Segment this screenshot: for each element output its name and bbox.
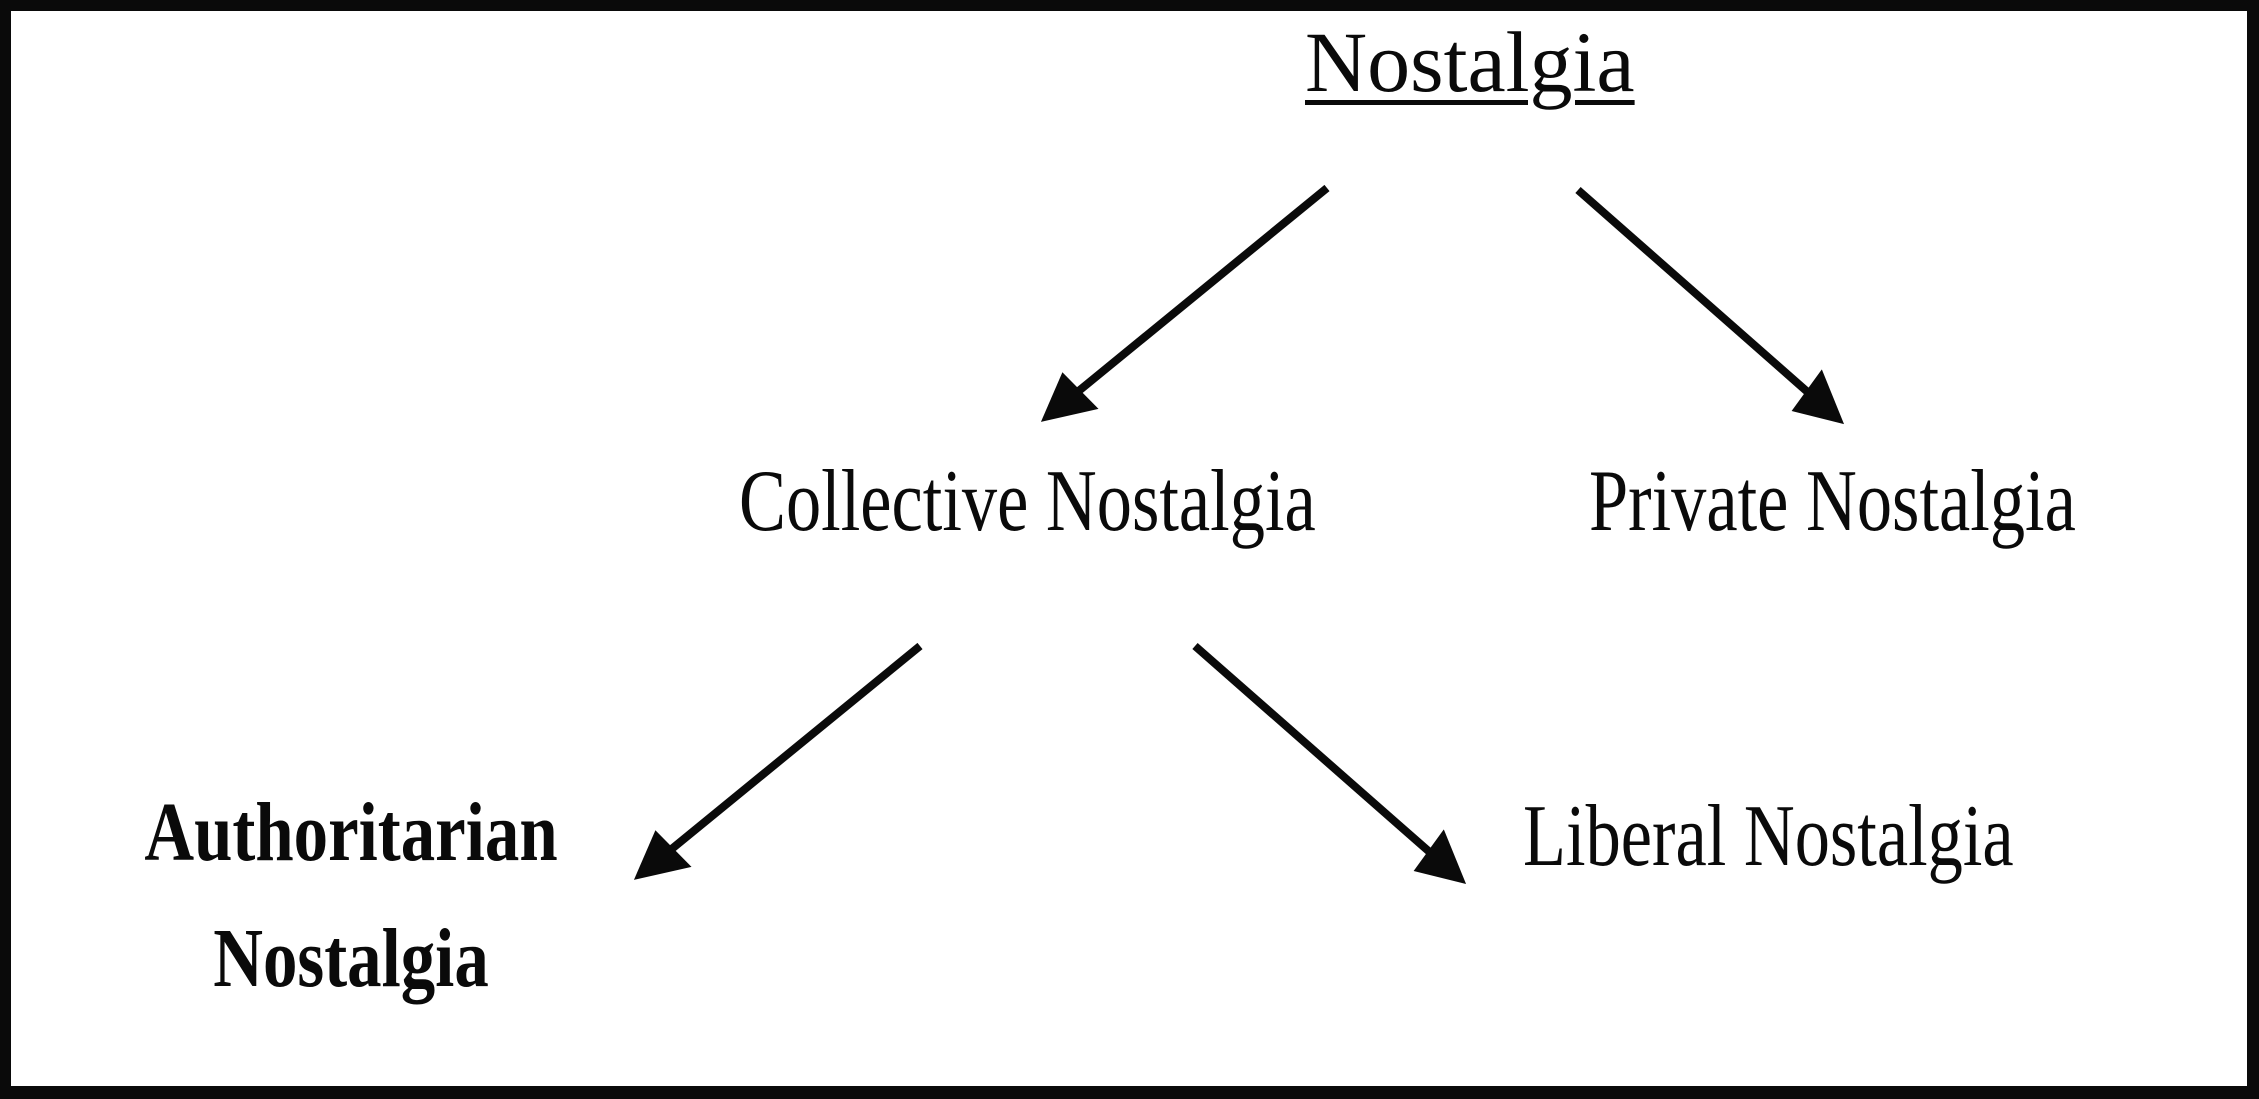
node-liberal-nostalgia: Liberal Nostalgia — [1523, 788, 2014, 885]
node-authoritarian-nostalgia: Authoritarian Nostalgia — [51, 791, 651, 1001]
node-authoritarian-nostalgia-line-2: Nostalgia — [213, 912, 489, 1005]
node-nostalgia: Nostalgia — [1305, 14, 1635, 110]
edge-root-to-collective — [1040, 184, 1330, 422]
diagram-canvas: Nostalgia Collective Nostalgia Private N… — [11, 11, 2247, 1086]
node-collective-nostalgia: Collective Nostalgia — [739, 453, 1316, 550]
node-private-nostalgia: Private Nostalgia — [1589, 453, 2076, 550]
node-authoritarian-nostalgia-line-1: Authoritarian — [144, 786, 558, 879]
edge-collective-to-liberal — [1192, 642, 1467, 885]
edge-root-to-private — [1575, 186, 1845, 425]
edge-collective-to-authoritarian — [633, 642, 923, 880]
